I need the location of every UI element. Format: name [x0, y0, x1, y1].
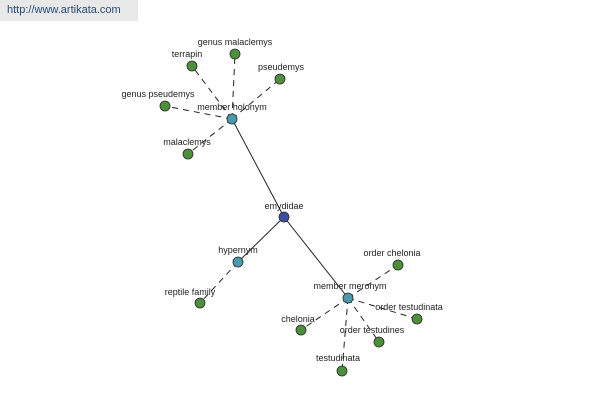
- edge-emydidae-to-member-holonym: [231, 118, 285, 218]
- label-malaclemys[interactable]: malaclemys: [163, 137, 211, 147]
- edge-member-holonym-to-genus-pseudemys: [164, 105, 233, 120]
- label-reptile-family[interactable]: reptile family: [165, 287, 216, 297]
- label-order-testudines[interactable]: order testudines: [340, 325, 405, 335]
- node-genus-pseudemys[interactable]: [159, 100, 171, 112]
- node-reptile-family[interactable]: [194, 297, 206, 309]
- graph-edges: [164, 53, 418, 372]
- label-hypernym[interactable]: hypernym: [218, 245, 258, 255]
- edge-member-meronym-to-order-testudinata: [347, 297, 418, 320]
- edge-hypernym-to-reptile-family: [199, 261, 239, 304]
- node-pseudemys[interactable]: [274, 73, 286, 85]
- label-emydidae[interactable]: emydidae: [264, 201, 303, 211]
- label-chelonia[interactable]: chelonia: [281, 314, 315, 324]
- label-order-chelonia[interactable]: order chelonia: [363, 248, 420, 258]
- label-member-holonym[interactable]: member holonym: [197, 102, 267, 112]
- node-testudinata[interactable]: [336, 365, 348, 377]
- edge-emydidae-to-hypernym: [237, 216, 285, 263]
- node-hypernym[interactable]: [232, 256, 244, 268]
- edge-member-holonym-to-malaclemys: [187, 118, 233, 155]
- label-genus-pseudemys[interactable]: genus pseudemys: [121, 89, 195, 99]
- edge-member-meronym-to-testudinata: [341, 297, 349, 372]
- edge-member-meronym-to-chelonia: [300, 297, 349, 331]
- node-emydidae[interactable]: [278, 211, 290, 223]
- label-terrapin[interactable]: terrapin: [172, 49, 203, 59]
- edge-member-holonym-to-terrapin: [191, 65, 233, 120]
- graph-nodes: [159, 48, 423, 377]
- node-member-meronym[interactable]: [342, 292, 354, 304]
- edge-member-holonym-to-pseudemys: [231, 78, 281, 120]
- label-genus-malaclemys[interactable]: genus malaclemys: [198, 37, 273, 47]
- node-chelonia[interactable]: [295, 324, 307, 336]
- graph-labels: emydidae member holonym hypernym member mer…: [121, 37, 442, 363]
- edge-member-meronym-to-order-chelonia: [347, 264, 399, 299]
- node-order-testudinata[interactable]: [411, 313, 423, 325]
- node-malaclemys[interactable]: [182, 148, 194, 160]
- node-order-testudines[interactable]: [373, 336, 385, 348]
- node-genus-malaclemys[interactable]: [229, 48, 241, 60]
- edge-member-meronym-to-order-testudines: [347, 297, 380, 343]
- label-member-meronym[interactable]: member meronym: [313, 281, 386, 291]
- label-pseudemys[interactable]: pseudemys: [258, 62, 305, 72]
- node-member-holonym[interactable]: [226, 113, 238, 125]
- edge-emydidae-to-member-meronym: [283, 216, 349, 299]
- label-testudinata[interactable]: testudinata: [316, 353, 360, 363]
- label-order-testudinata[interactable]: order testudinata: [375, 302, 443, 312]
- source-link[interactable]: http://www.artikata.com: [7, 4, 121, 16]
- source-link-bar: http://www.artikata.com: [0, 0, 138, 21]
- node-order-chelonia[interactable]: [392, 259, 404, 271]
- node-terrapin[interactable]: [186, 60, 198, 72]
